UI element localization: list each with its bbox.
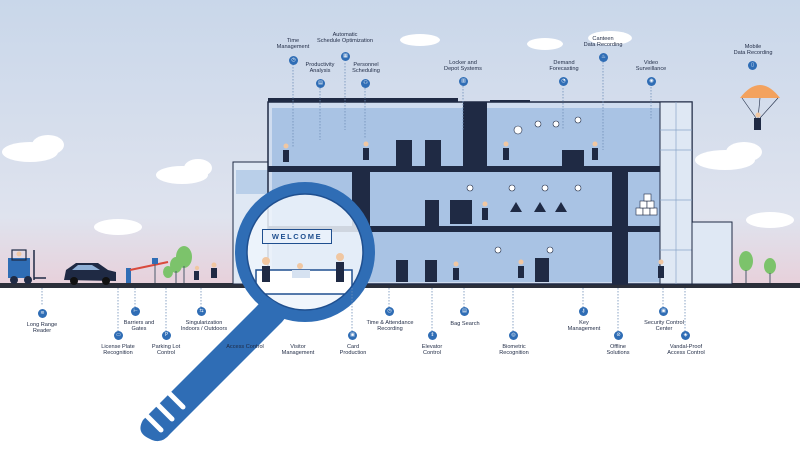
- people-outside: [194, 262, 217, 280]
- label-bag-search: Bag Search: [450, 321, 480, 327]
- label-offline-solutions: Offline Solutions: [606, 344, 630, 357]
- label-visitor-management: Visitor Management: [281, 344, 315, 357]
- label-automatic-schedule-optimization: Automatic Schedule Optimization: [317, 32, 373, 45]
- label-key-management: Key Management: [567, 320, 601, 333]
- license-plate-icon: ▭: [114, 331, 123, 340]
- locker-icon: ▥: [459, 77, 468, 86]
- forecast-icon: ◔: [559, 77, 568, 86]
- welcome-sign: WELCOME: [262, 229, 332, 244]
- label-demand-forecasting: Demand Forecasting: [549, 60, 579, 73]
- label-access-control: Access Control: [226, 344, 264, 350]
- clock-icon: ◷: [289, 56, 298, 65]
- label-card-production: Card Production: [339, 344, 367, 357]
- turnstile-icon: ⇆: [197, 307, 206, 316]
- bag-icon: ▤: [460, 307, 469, 316]
- label-canteen-data-recording: Canteen Data Recording: [583, 36, 623, 49]
- shield-icon: ◈: [681, 331, 690, 340]
- chart-icon: ▤: [316, 79, 325, 88]
- reader-icon: ≋: [38, 309, 47, 318]
- key-icon: ⚷: [579, 307, 588, 316]
- people-icon: ⚇: [361, 79, 370, 88]
- control-center-icon: ▣: [659, 307, 668, 316]
- label-productivity-analysis: Productivity Analysis: [305, 62, 335, 75]
- label-elevator-control: Elevator Control: [421, 344, 443, 357]
- label-mobile-data-recording: Mobile Data Recording: [733, 44, 773, 57]
- barrier-gate: [126, 258, 169, 283]
- label-license-plate-recognition: License Plate Recognition: [101, 344, 135, 357]
- road: [0, 283, 800, 288]
- forklift: [8, 249, 46, 284]
- attendance-icon: ◷: [385, 307, 394, 316]
- label-parking-lot-control: Parking Lot Control: [151, 344, 181, 357]
- label-personnel-scheduling: Personnel Scheduling: [352, 62, 380, 75]
- label-locker-depot-systems: Locker and Depot Systems: [444, 60, 482, 73]
- id-card-icon: ▣: [348, 331, 357, 340]
- label-video-surveillance: Video Surveillance: [635, 60, 667, 73]
- canteen-icon: ♨: [599, 53, 608, 62]
- elevator-icon: ⇕: [428, 331, 437, 340]
- magnifying-glass: [140, 182, 375, 442]
- mobile-icon: ▯: [748, 61, 757, 70]
- calendar-icon: ▦: [341, 52, 350, 61]
- label-security-control-center: Security Control Center: [644, 320, 684, 333]
- label-long-range-reader: Long Range Reader: [26, 322, 58, 335]
- parachuter: [740, 85, 780, 130]
- camera-icon: ◉: [647, 77, 656, 86]
- parking-icon: P: [162, 331, 171, 340]
- label-time-management: Time Management: [276, 38, 310, 51]
- car: [64, 263, 116, 285]
- clouds: [2, 31, 794, 235]
- workers: [283, 141, 664, 280]
- fingerprint-icon: ◎: [509, 331, 518, 340]
- label-singularization: Singularization Indoors / Outdoors: [180, 320, 228, 333]
- offline-icon: ⊘: [614, 331, 623, 340]
- barrier-icon: ⊢: [131, 307, 140, 316]
- label-time-attendance-recording: Time & Attendance Recording: [366, 320, 414, 333]
- label-barriers-gates: Barriers and Gates: [123, 320, 155, 333]
- label-vandal-proof-access-control: Vandal-Proof Access Control: [667, 344, 705, 357]
- label-biometric-recognition: Biometric Recognition: [499, 344, 529, 357]
